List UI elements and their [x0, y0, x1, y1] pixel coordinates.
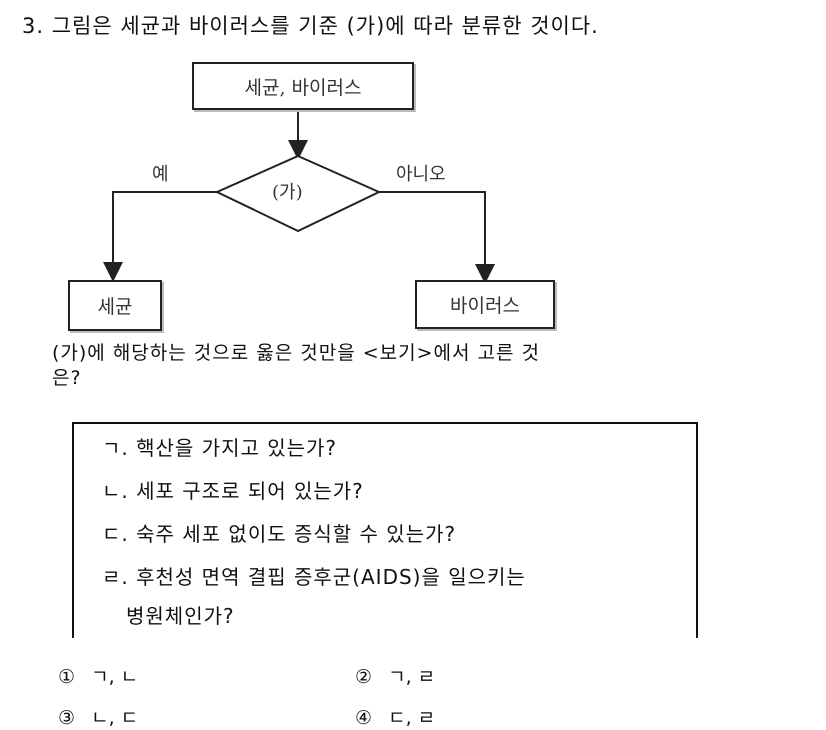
top-node-label: 세균, 바이러스	[244, 76, 362, 99]
choice-3[interactable]: ③ ㄴ, ㄷ	[58, 703, 138, 730]
prompt-line-2: 은?	[52, 367, 82, 389]
bogi-box: ㄱ. 핵산을 가지고 있는가? ㄴ. 세포 구조로 되어 있는가? ㄷ. 숙주 …	[72, 422, 698, 638]
no-branch-arrow	[379, 191, 495, 284]
yes-branch-arrow	[103, 191, 217, 282]
bacteria-node: 세균	[68, 280, 162, 331]
bogi-item-2: ㄴ. 세포 구조로 되어 있는가?	[102, 479, 364, 503]
choice-2-text: ㄱ, ㄹ	[388, 666, 436, 688]
choice-2-number: ②	[355, 666, 373, 688]
choice-1-text: ㄱ, ㄴ	[91, 666, 139, 688]
yes-label: 예	[152, 164, 169, 185]
bogi-item-1: ㄱ. 핵산을 가지고 있는가?	[102, 436, 338, 460]
bacteria-node-label: 세균	[97, 296, 133, 318]
virus-node: 바이러스	[415, 280, 555, 329]
choice-4-text: ㄷ, ㄹ	[388, 707, 436, 729]
choice-2[interactable]: ② ㄱ, ㄹ	[355, 662, 435, 689]
choice-3-text: ㄴ, ㄷ	[91, 707, 139, 729]
criterion-label: (가)	[272, 182, 303, 203]
bogi-item-4-continued: 병원체인가?	[126, 604, 235, 628]
choice-1-number: ①	[58, 666, 76, 688]
choice-4-number: ④	[355, 707, 373, 729]
choice-3-number: ③	[58, 707, 76, 729]
prompt-line-1: (가)에 해당하는 것으로 옳은 것만을 <보기>에서 고른 것	[52, 342, 541, 364]
question-title: 3. 그림은 세균과 바이러스를 기준 (가)에 따라 분류한 것이다.	[22, 14, 599, 38]
bogi-item-4: ㄹ. 후천성 면역 결핍 증후군(AIDS)을 일으키는	[102, 565, 526, 589]
question-prompt: (가)에 해당하는 것으로 옳은 것만을 <보기>에서 고른 것 은?	[52, 341, 742, 391]
top-node: 세균, 바이러스	[192, 62, 414, 110]
choice-1[interactable]: ① ㄱ, ㄴ	[58, 662, 138, 689]
virus-node-label: 바이러스	[450, 295, 520, 317]
no-label: 아니오	[396, 164, 446, 185]
flowchart-connectors	[103, 108, 495, 284]
criterion-diamond	[214, 154, 382, 233]
bogi-item-3: ㄷ. 숙주 세포 없이도 증식할 수 있는가?	[102, 522, 457, 546]
choice-4[interactable]: ④ ㄷ, ㄹ	[355, 703, 435, 730]
